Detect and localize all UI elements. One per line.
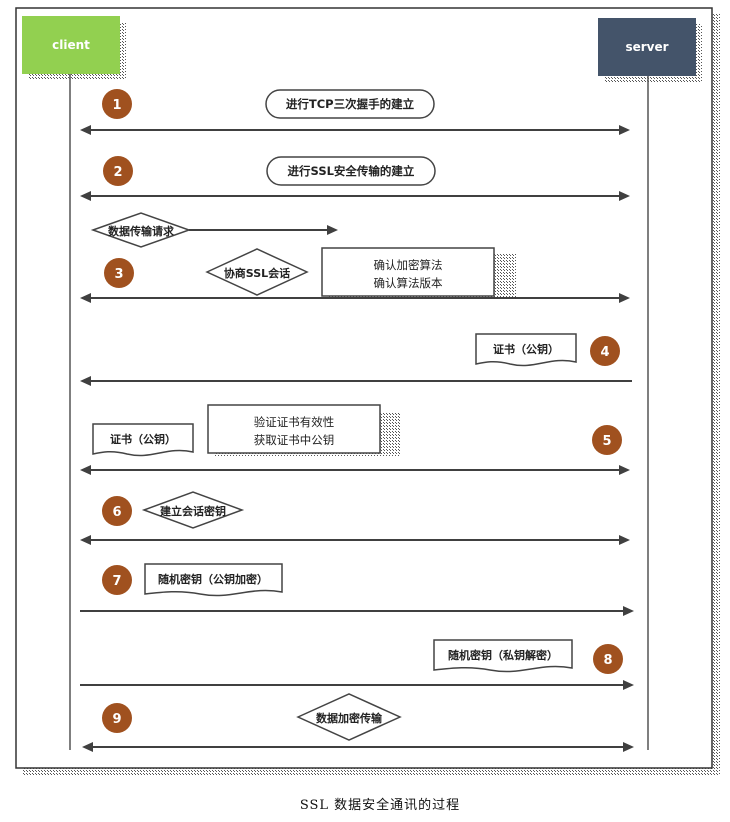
arrow-head-left <box>80 465 91 475</box>
arrow-head-left <box>80 376 91 386</box>
step-8-doc-shape <box>433 639 573 673</box>
arrow-head-left <box>82 742 93 752</box>
step-7-doc-shape <box>144 563 283 597</box>
step-6-number: 6 <box>112 505 121 520</box>
arrow-head-left <box>80 125 91 135</box>
step-7-doc-label: 随机密钥（公钥加密） <box>158 572 268 586</box>
step-3-circle <box>104 258 134 288</box>
step-1: 1 进行TCP三次握手的建立 <box>80 89 630 135</box>
step-2-number: 2 <box>113 165 122 180</box>
step-4-doc-shape <box>475 333 577 367</box>
step-1-circle <box>102 89 132 119</box>
client-label: client <box>52 38 90 52</box>
arrow-head-right <box>619 191 630 201</box>
step-5-note-line2: 获取证书中公钥 <box>254 433 335 447</box>
step-6-arrow <box>80 535 630 545</box>
step-4-arrow <box>80 376 632 386</box>
step-4-circle <box>590 336 620 366</box>
arrow-head-left <box>80 535 91 545</box>
step-2-circle <box>103 156 133 186</box>
step-8-circle <box>593 644 623 674</box>
step-6-circle <box>102 496 132 526</box>
step-3-note-line2: 确认算法版本 <box>374 276 443 290</box>
step-5-arrow <box>80 465 630 475</box>
step-5-doc-shape <box>92 423 194 457</box>
step-2-label: 进行SSL安全传输的建立 <box>288 164 415 178</box>
arrow-head-right <box>623 680 634 690</box>
server-actor: server <box>598 18 702 82</box>
arrow-head-right <box>619 293 630 303</box>
step-9-circle <box>102 703 132 733</box>
step-3-negotiate-shape <box>205 248 309 296</box>
step-9-label: 数据加密传输 <box>316 711 383 725</box>
step-8-doc-label: 随机密钥（私钥解密） <box>448 648 558 662</box>
step-3-arrow <box>80 293 630 303</box>
step-9-number: 9 <box>112 712 121 727</box>
step-5-number: 5 <box>602 434 611 449</box>
client-box <box>22 16 120 74</box>
step-9-arrow <box>82 742 634 752</box>
step-7-arrow <box>80 606 634 616</box>
step-7-number: 7 <box>112 574 121 589</box>
step-2-arrow <box>80 191 630 201</box>
step-3-request-arrow <box>189 225 338 235</box>
step-5-doc-label: 证书（公钥） <box>110 432 176 446</box>
arrow-head-right <box>623 742 634 752</box>
step-8: 随机密钥（私钥解密） 8 <box>80 639 634 690</box>
step-8-number: 8 <box>603 653 612 668</box>
diagram-caption: SSL 数据安全通讯的过程 <box>300 797 460 813</box>
step-7: 7 随机密钥（公钥加密） <box>80 563 634 616</box>
step-8-arrow <box>80 680 634 690</box>
step-3-request-label: 数据传输请求 <box>108 224 175 238</box>
arrow-head-right <box>327 225 338 235</box>
step-4-number: 4 <box>600 345 609 360</box>
step-3-number: 3 <box>114 267 123 282</box>
step-3-negotiate-label: 协商SSL会话 <box>224 266 290 280</box>
step-4: 证书（公钥） 4 <box>80 333 632 386</box>
step-2: 2 进行SSL安全传输的建立 <box>80 156 630 201</box>
step-5-circle <box>592 425 622 455</box>
step-9-shape <box>296 693 402 741</box>
arrow-head-right <box>619 465 630 475</box>
client-actor: client <box>22 16 126 80</box>
step-1-label-box <box>265 89 435 119</box>
step-1-number: 1 <box>112 98 121 113</box>
server-label: server <box>625 40 668 54</box>
step-4-doc-label: 证书（公钥） <box>493 342 559 356</box>
arrow-head-right <box>619 535 630 545</box>
diagram-frame <box>15 7 713 769</box>
step-6-shape <box>141 491 245 529</box>
step-1-label: 进行TCP三次握手的建立 <box>286 97 415 111</box>
arrow-head-right <box>619 125 630 135</box>
step-1-arrow <box>80 125 630 135</box>
step-5: 证书（公钥） 验证证书有效性 获取证书中公钥 5 <box>80 404 630 475</box>
step-9: 9 数据加密传输 <box>82 693 634 752</box>
step-6-label: 建立会话密钥 <box>160 504 226 518</box>
step-7-circle <box>102 565 132 595</box>
step-6: 6 建立会话密钥 <box>80 491 630 545</box>
arrow-head-left <box>80 191 91 201</box>
server-box <box>598 18 696 76</box>
step-3-note-line1: 确认加密算法 <box>374 258 443 272</box>
step-5-note-line1: 验证证书有效性 <box>254 415 335 429</box>
step-2-label-box <box>266 156 436 186</box>
arrow-head-left <box>80 293 91 303</box>
arrow-head-right <box>623 606 634 616</box>
step-3-note-box <box>321 247 495 297</box>
step-5-note-box <box>207 404 381 454</box>
step-3: 数据传输请求 3 协商SSL会话 确认加密算法 确认算法版本 <box>80 212 630 303</box>
